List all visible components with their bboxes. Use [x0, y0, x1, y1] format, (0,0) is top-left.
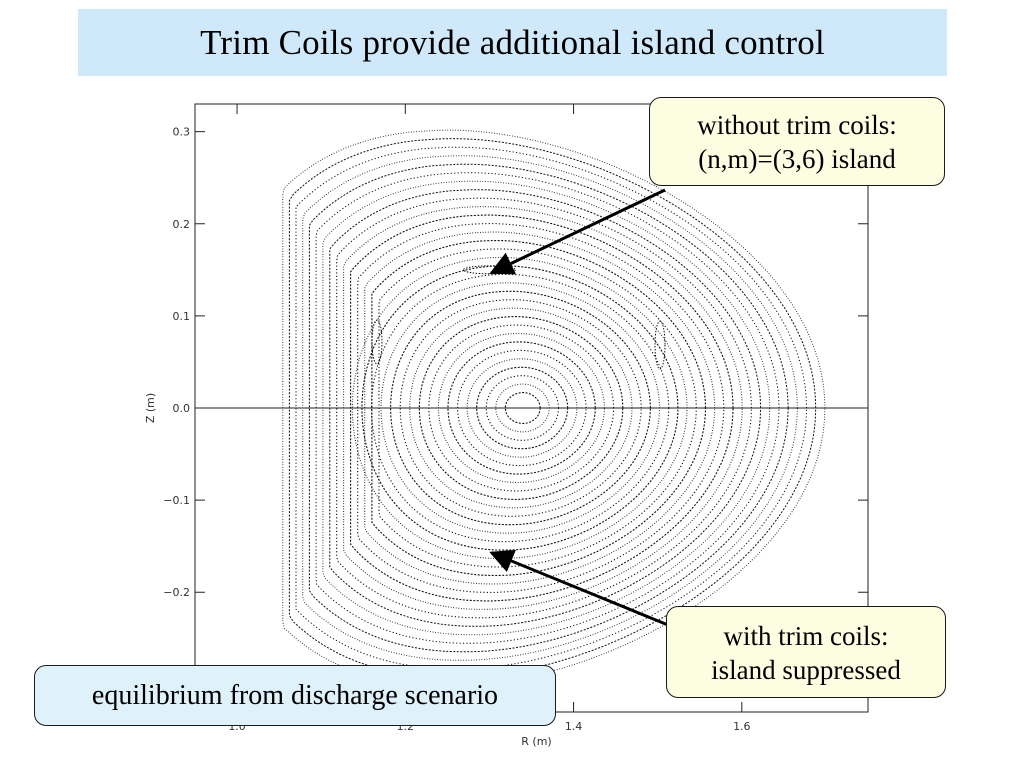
callout-without-line1: without trim coils:: [697, 110, 897, 140]
island-upper: [462, 265, 516, 275]
flux-surface: [399, 299, 642, 517]
x-axis-label: R (m): [521, 735, 551, 748]
island-left: [371, 319, 383, 365]
flux-surface: [495, 383, 550, 433]
callout-without-line2: (n,m)=(3,6) island: [698, 144, 896, 174]
flux-surface: [409, 307, 633, 509]
flux-surface: [364, 231, 716, 585]
flux-surface: [282, 129, 826, 687]
y-tick-label: 0.3: [173, 126, 191, 139]
callout-with-line2: island suppressed: [711, 655, 901, 685]
y-tick-label: −0.1: [163, 494, 190, 507]
y-tick-label: −0.2: [163, 586, 190, 599]
slide-title: Trim Coils provide additional island con…: [200, 22, 825, 62]
y-tick-label: 0.2: [173, 218, 191, 231]
callout-equilibrium: equilibrium from discharge scenario: [34, 665, 556, 726]
y-axis-label: Z (m): [144, 393, 157, 423]
callout-with-line1: with trim coils:: [723, 621, 889, 651]
callout-without-trim: without trim coils: (n,m)=(3,6) island: [649, 97, 945, 186]
flux-surface: [343, 206, 743, 610]
flux-surface: [295, 146, 808, 670]
y-tick-label: 0.1: [173, 310, 191, 323]
title-banner: Trim Coils provide additional island con…: [78, 9, 947, 76]
callout-equilibrium-text: equilibrium from discharge scenario: [91, 679, 499, 711]
flux-surface: [447, 341, 596, 475]
arrow-with-trim: [489, 549, 669, 627]
flux-surface: [370, 273, 670, 543]
plot-layer: 1.01.21.41.60.30.20.10.0−0.1−0.2−0.3R (m…: [144, 103, 869, 748]
flux-surface: [390, 290, 651, 526]
callout-with-trim: with trim coils: island suppressed: [666, 606, 946, 698]
island-right: [654, 320, 666, 370]
y-tick-label: 0.0: [173, 402, 191, 415]
flux-surface: [308, 163, 789, 653]
x-tick-label: 1.6: [733, 720, 751, 733]
flux-surface: [371, 239, 707, 577]
arrow-without-trim: [489, 188, 666, 275]
x-tick-label: 1.4: [565, 720, 583, 733]
flux-surface: [315, 172, 780, 644]
flux-surface: [336, 197, 752, 619]
